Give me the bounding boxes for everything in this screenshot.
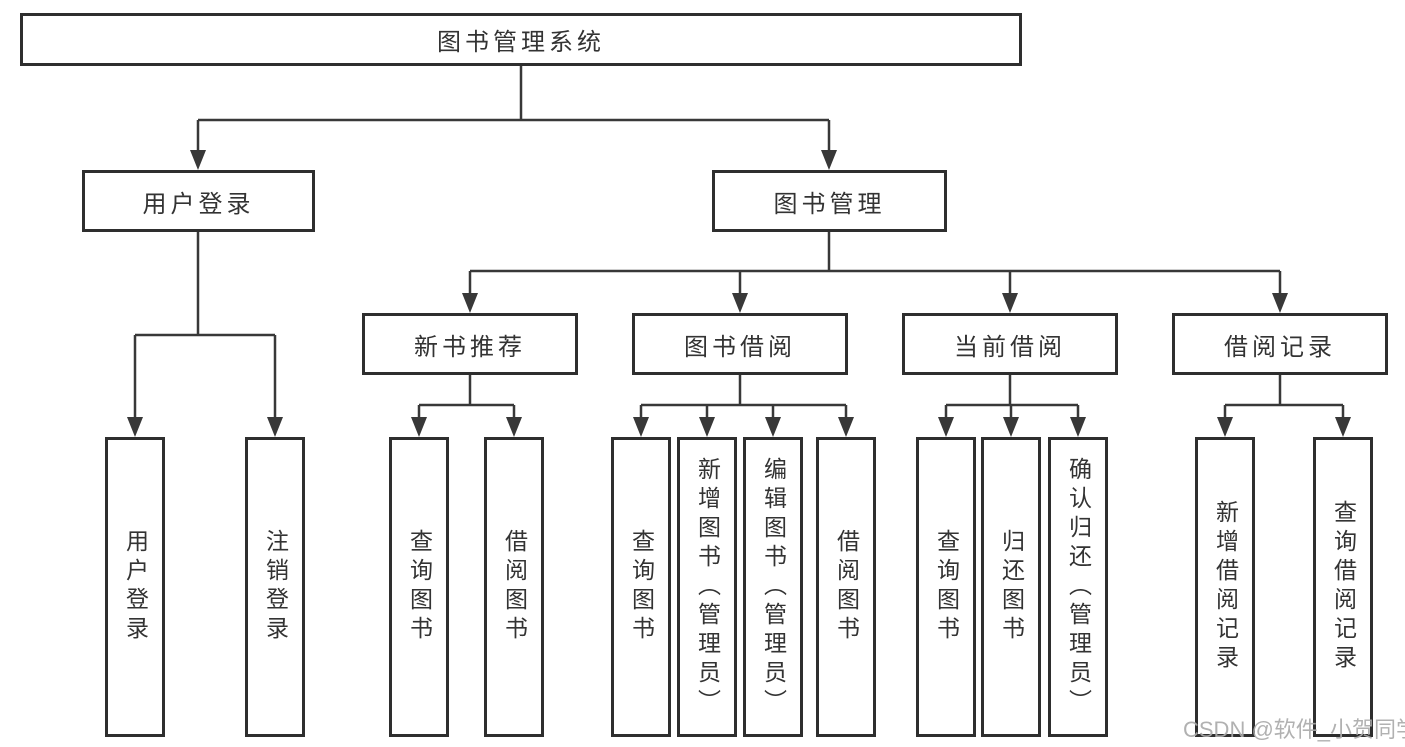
node-label: 图书管理 [773, 190, 886, 218]
leaf-borrow-books-recommend: 借阅图书 [484, 437, 544, 737]
leaf-query-books-recommend: 查询图书 [389, 437, 449, 737]
leaf-label: 新增图书（管理员） [694, 456, 721, 718]
leaf-label: 查询图书 [628, 529, 655, 645]
leaf-logout: 注销登录 [245, 437, 305, 737]
node-label: 借阅记录 [1224, 333, 1336, 361]
leaf-label: 借阅图书 [833, 529, 860, 645]
leaf-label: 查询借阅记录 [1330, 500, 1357, 674]
leaf-label: 归还图书 [998, 529, 1025, 645]
csdn-watermark: CSDN @软件_小贺同学 [1183, 717, 1405, 742]
leaf-label: 查询图书 [406, 529, 433, 645]
node-label: 当前借阅 [954, 333, 1066, 361]
leaf-label: 用户登录 [122, 529, 149, 645]
leaf-query-books-borrow: 查询图书 [611, 437, 671, 737]
leaf-user-login: 用户登录 [105, 437, 165, 737]
leaf-add-books-admin: 新增图书（管理员） [677, 437, 737, 737]
node-root-system: 图书管理系统 [20, 13, 1022, 66]
node-label: 图书借阅 [684, 333, 796, 361]
leaf-return-books: 归还图书 [981, 437, 1041, 737]
node-label: 新书推荐 [414, 333, 526, 361]
leaf-label: 编辑图书（管理员） [760, 456, 787, 718]
leaf-query-borrow-record: 查询借阅记录 [1313, 437, 1373, 737]
node-user-login-branch: 用户登录 [82, 170, 315, 232]
leaf-label: 确认归还（管理员） [1065, 456, 1092, 718]
node-new-book-recommend: 新书推荐 [362, 313, 578, 375]
leaf-label: 注销登录 [262, 529, 289, 645]
leaf-confirm-return-admin: 确认归还（管理员） [1048, 437, 1108, 737]
node-book-borrow: 图书借阅 [632, 313, 848, 375]
leaf-edit-books-admin: 编辑图书（管理员） [743, 437, 803, 737]
leaf-query-books-current: 查询图书 [916, 437, 976, 737]
node-book-management-branch: 图书管理 [712, 170, 947, 232]
node-label: 用户登录 [142, 190, 255, 218]
node-borrow-records: 借阅记录 [1172, 313, 1388, 375]
leaf-label: 查询图书 [933, 529, 960, 645]
node-current-borrow: 当前借阅 [902, 313, 1118, 375]
leaf-add-borrow-record: 新增借阅记录 [1195, 437, 1255, 737]
node-root-label: 图书管理系统 [437, 29, 605, 56]
leaf-borrow-books: 借阅图书 [816, 437, 876, 737]
leaf-label: 新增借阅记录 [1212, 500, 1239, 674]
leaf-label: 借阅图书 [501, 529, 528, 645]
